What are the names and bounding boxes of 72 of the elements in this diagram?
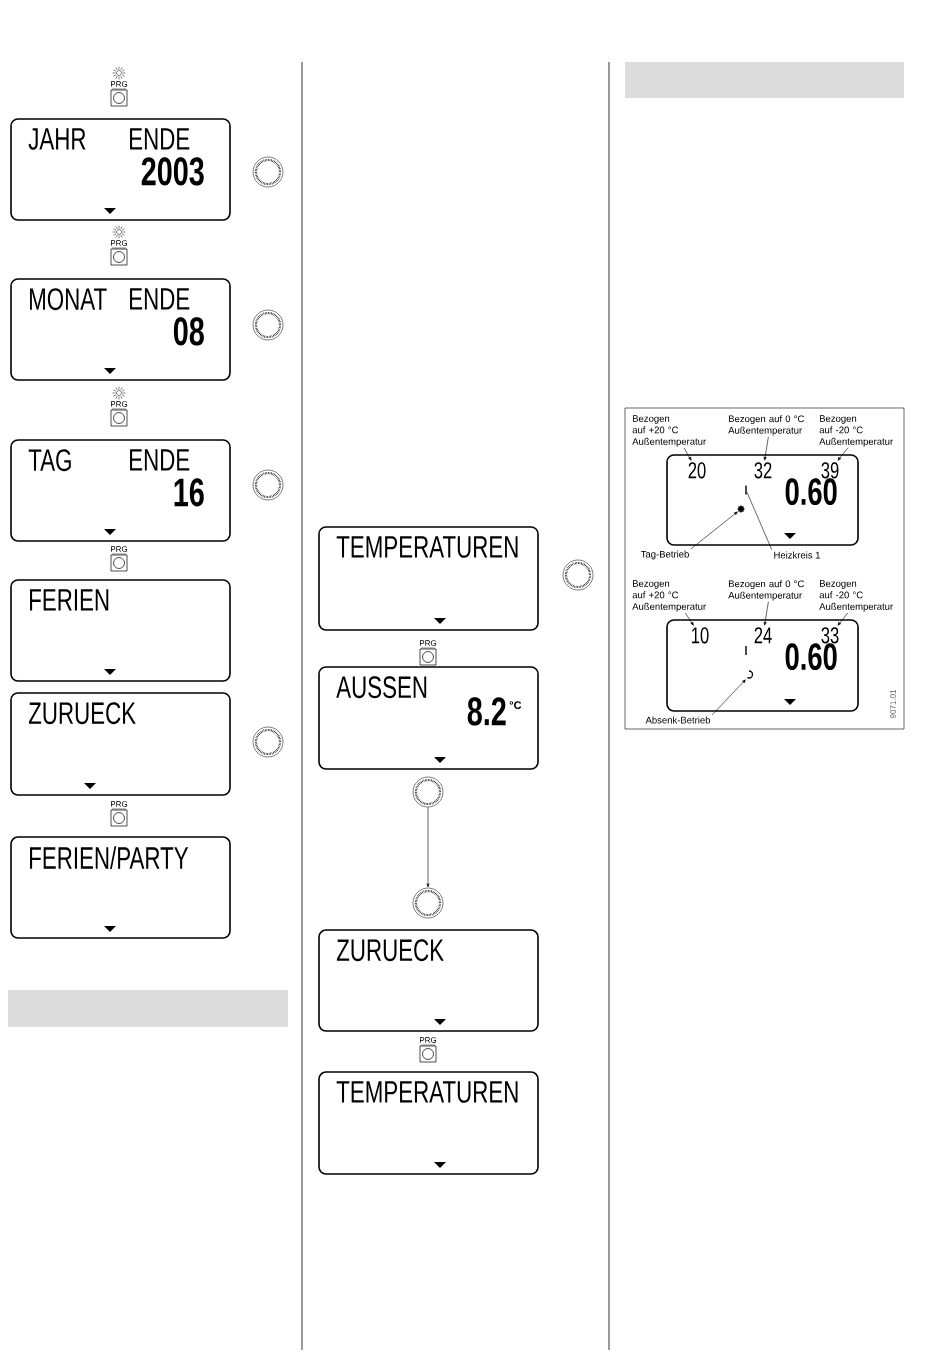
prg-button: PRG [110,546,128,572]
callout-label: Heizkreis 1 [774,551,820,559]
callout-label: Bezogen auf +20 °C Außentemperatur [632,580,706,612]
arrow [426,806,430,888]
leader-line [690,511,738,550]
lcd-display [318,666,539,770]
lcd-display [10,579,231,682]
heading-bar [8,990,288,1027]
prg-button: PRG [419,1037,437,1063]
display-digits: 20 [688,462,706,479]
display-text: AUSSEN [336,676,427,699]
prg-button: PRG [110,81,128,107]
lcd-display [10,439,231,542]
display-text: 0.60 [785,643,837,671]
callout-label: Bezogen auf -20 °C Außentemperatur [819,415,893,447]
callout-label: Bezogen auf -20 °C Außentemperatur [819,580,893,612]
leader-line [837,612,849,626]
prg-button: PRG [110,801,128,827]
display-text: °C [509,701,522,709]
display-digits: 10 [692,627,709,644]
lcd-display [10,836,231,939]
display-text: ZURUECK [28,702,136,725]
display-text: TAG [28,449,71,472]
callout-label: Bezogen auf 0 °C Außentemperatur [728,580,804,601]
lcd-display [666,454,859,546]
display-digits: 39 [821,462,839,479]
display-text: 16 [174,478,204,507]
prg-button: PRG [110,401,128,427]
display-digits: 33 [821,627,839,644]
leader-line [763,436,769,461]
leader-line [746,491,773,551]
leader-line [711,679,746,716]
display-text: TEMPERATUREN [336,1081,518,1103]
callout-label: Tag-Betrieb [640,550,689,560]
dial-icon [412,887,444,919]
lcd-display [318,1071,539,1175]
display-text: FERIEN [30,589,109,611]
heading-bar [625,62,904,98]
display-text: 0.60 [785,478,837,506]
dial-icon [412,776,444,808]
display-text: 8.2 [467,697,506,726]
leader-line [763,601,769,626]
callout-label: Bezogen auf +20 °C Außentemperatur [632,415,706,447]
display-text: FERIEN/PARTY [30,846,189,869]
display-digits: 32 [754,462,772,479]
circuit-mark [745,485,747,495]
display-text: ENDE [130,288,190,310]
leader-line [685,612,694,626]
lcd-display [10,118,231,221]
display-text: ENDE [130,128,190,150]
lcd-display [318,526,539,631]
prg-button: PRG [110,240,128,266]
display-digits: 24 [754,627,772,644]
sun-symbol [737,505,745,513]
display-text: 08 [173,317,204,346]
lcd-display [318,929,539,1032]
lcd-display [666,619,859,712]
moon-symbol [746,670,754,679]
display-text: 2003 [141,157,204,186]
callout-label: Bezogen auf 0 °C Außentemperatur [728,415,804,436]
display-text: JAHR [28,128,86,150]
display-text: MONAT [30,288,107,311]
lcd-display [10,278,231,381]
callout-label: Absenk-Betrieb [645,716,711,724]
prg-button: PRG [419,640,437,666]
display-text: TEMPERATUREN [336,536,518,558]
figure-number: 9071.01 [890,689,896,719]
display-text: ZURUECK [336,939,444,962]
leader-line [683,447,692,461]
lcd-display [10,692,231,796]
leader-line [837,447,849,461]
display-text: ENDE [130,449,190,471]
